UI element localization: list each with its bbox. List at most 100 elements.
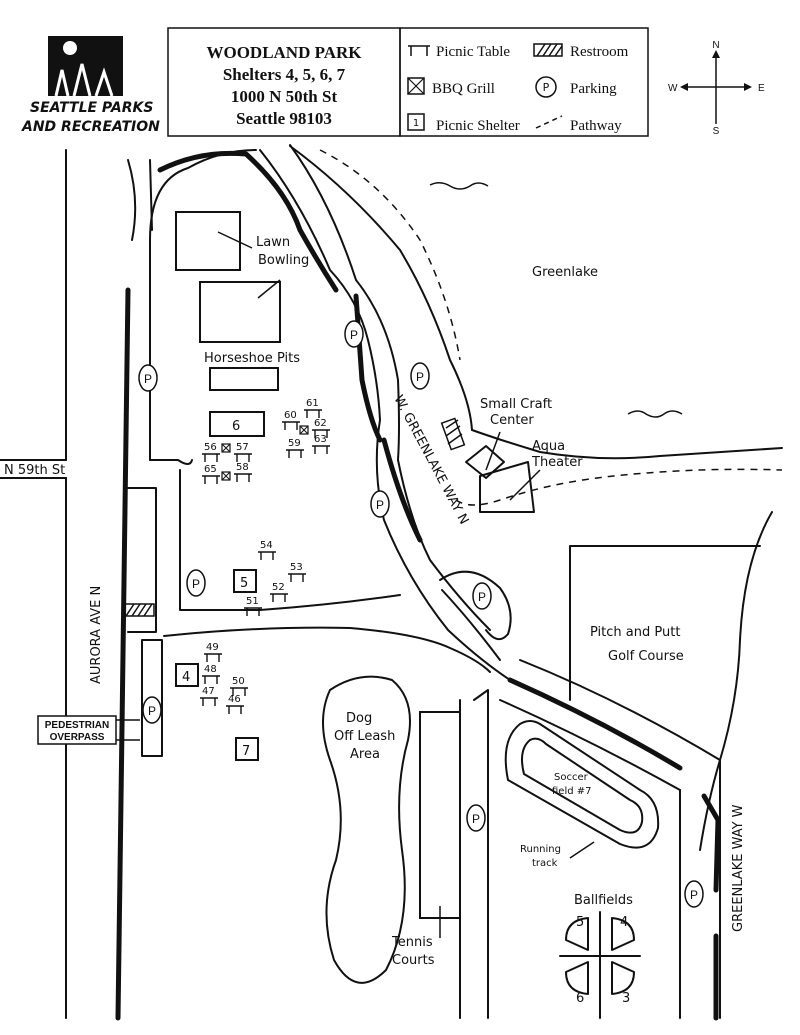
pathway-icon bbox=[535, 115, 563, 129]
small-craft-center bbox=[440, 417, 541, 513]
parking-legend-letter: P bbox=[543, 81, 550, 94]
parking-letter: P bbox=[376, 498, 384, 512]
picnic-tables: 60 61 62 59 63 56 57 65 58 54 53 52 51 4… bbox=[202, 398, 327, 705]
greenlake-way-w-east bbox=[699, 511, 773, 851]
shelters-list: Shelters 4, 5, 6, 7 bbox=[223, 65, 346, 84]
shelter-4[interactable]: 4 bbox=[175, 663, 199, 687]
table-46: 46 bbox=[228, 694, 241, 705]
logo-emblem bbox=[48, 36, 123, 96]
shelter-4-number: 4 bbox=[182, 670, 190, 685]
parking-letter: P bbox=[478, 590, 486, 604]
legend-parking: Parking bbox=[570, 81, 617, 97]
ballfield-5: 5 bbox=[576, 915, 584, 930]
small-craft-label-2: Center bbox=[490, 413, 534, 428]
aurora-avenue bbox=[0, 149, 153, 1021]
shelter-5[interactable]: 5 bbox=[233, 569, 257, 593]
parking-marker[interactable]: P bbox=[466, 804, 486, 832]
park-address: 1000 N 50th St bbox=[231, 87, 338, 106]
pedestrian-overpass: PEDESTRIAN OVERPASS bbox=[37, 715, 140, 745]
compass: N S E W bbox=[668, 40, 765, 137]
greenlake-shore bbox=[289, 145, 783, 506]
parking-letter: P bbox=[350, 328, 358, 342]
horseshoe-pits bbox=[209, 367, 279, 391]
picnic-table-icon bbox=[408, 45, 430, 56]
lawn-bowling-green-2 bbox=[199, 281, 281, 343]
tennis-access-road bbox=[473, 689, 489, 1019]
parking-marker[interactable]: P bbox=[472, 582, 492, 610]
running-track bbox=[504, 720, 660, 849]
seattle-parks-logo: SEATTLE PARKS AND RECREATION bbox=[21, 36, 160, 135]
table-53: 53 bbox=[290, 562, 303, 573]
legend-bbq-grill: BBQ Grill bbox=[432, 81, 495, 97]
greenlake-way-w bbox=[499, 659, 721, 1021]
parking-letter: P bbox=[690, 888, 698, 902]
picnic-shelter-icon: 1 bbox=[407, 113, 425, 131]
lawn-pointer-1 bbox=[217, 231, 253, 249]
table-58: 58 bbox=[236, 462, 249, 473]
parking-marker[interactable]: P bbox=[138, 364, 158, 392]
legend-restroom: Restroom bbox=[570, 44, 629, 60]
parking-letter: P bbox=[144, 372, 152, 386]
table-50: 50 bbox=[232, 676, 245, 687]
compass-s: S bbox=[713, 126, 720, 137]
legend-pathway: Pathway bbox=[570, 118, 622, 134]
parking-marker[interactable]: P bbox=[410, 362, 430, 390]
dog-off-leash-area bbox=[322, 675, 411, 984]
logo-line1: SEATTLE PARKS bbox=[30, 100, 153, 116]
restroom-aurora-icon bbox=[123, 603, 155, 617]
aurora-side-lot bbox=[127, 487, 157, 633]
small-craft-label-1: Small Craft bbox=[480, 397, 552, 412]
dog-label-1: Dog bbox=[346, 711, 372, 726]
water-wave-icon-2 bbox=[627, 410, 683, 418]
table-54: 54 bbox=[260, 540, 273, 551]
lawn-bowling-label-2: Bowling bbox=[258, 253, 309, 268]
parking-letter: P bbox=[192, 577, 200, 591]
parking-marker[interactable]: P bbox=[344, 320, 364, 348]
bbq-grill-icon bbox=[221, 443, 231, 453]
ballfield-4: 4 bbox=[620, 915, 628, 930]
aurora-label: AURORA AVE N bbox=[89, 586, 104, 684]
table-49: 49 bbox=[206, 642, 219, 653]
restroom-shore-icon bbox=[445, 419, 463, 445]
park-city: Seattle 98103 bbox=[236, 109, 332, 128]
pedestrian-label-1: PEDESTRIAN bbox=[45, 720, 109, 731]
compass-n: N bbox=[712, 40, 719, 51]
ballfield-3: 3 bbox=[622, 991, 630, 1006]
parking-marker[interactable]: P bbox=[142, 696, 162, 724]
title-box: WOODLAND PARK Shelters 4, 5, 6, 7 1000 N… bbox=[167, 27, 401, 137]
pitch-putt-label-1: Pitch and Putt bbox=[590, 625, 680, 640]
compass-e: E bbox=[758, 83, 765, 94]
soccer-label-2: field #7 bbox=[552, 786, 592, 797]
park-name: WOODLAND PARK bbox=[206, 43, 362, 62]
table-65: 65 bbox=[204, 464, 217, 475]
running-label-2: track bbox=[532, 858, 558, 869]
table-62: 62 bbox=[314, 418, 327, 429]
w-greenlake-way-n bbox=[259, 144, 511, 681]
lawn-bowling-label-1: Lawn bbox=[256, 235, 290, 250]
table-52: 52 bbox=[272, 582, 285, 593]
parking-marker[interactable]: P bbox=[370, 490, 390, 518]
restroom-icon bbox=[533, 43, 563, 57]
tennis-courts bbox=[419, 711, 461, 919]
legend: Picnic Table Restroom BBQ Grill P Parkin… bbox=[399, 27, 649, 137]
table-61: 61 bbox=[306, 398, 319, 409]
water-wave-icon bbox=[429, 182, 489, 190]
east-arrow-icon bbox=[744, 83, 752, 91]
horseshoe-label: Horseshoe Pits bbox=[204, 351, 300, 366]
parking-letter: P bbox=[148, 704, 156, 718]
dog-label-2: Off Leash bbox=[334, 729, 395, 744]
aqua-theater bbox=[479, 461, 535, 513]
shelter-6[interactable]: 6 bbox=[209, 411, 265, 437]
shelter-7[interactable]: 7 bbox=[235, 737, 259, 761]
north-arrow-icon bbox=[712, 50, 720, 58]
parking-marker[interactable]: P bbox=[186, 569, 206, 597]
table-63: 63 bbox=[314, 434, 327, 445]
lawn-bowling-green-1 bbox=[175, 211, 241, 271]
running-label-1: Running bbox=[520, 844, 561, 855]
ballfield-6: 6 bbox=[576, 991, 584, 1006]
parking-letter: P bbox=[472, 812, 480, 826]
w-greenlake-label: W. GREENLAKE WAY N bbox=[390, 393, 471, 527]
dog-label-3: Area bbox=[350, 747, 380, 762]
table-60: 60 bbox=[284, 410, 297, 421]
parking-marker[interactable]: P bbox=[684, 880, 704, 908]
